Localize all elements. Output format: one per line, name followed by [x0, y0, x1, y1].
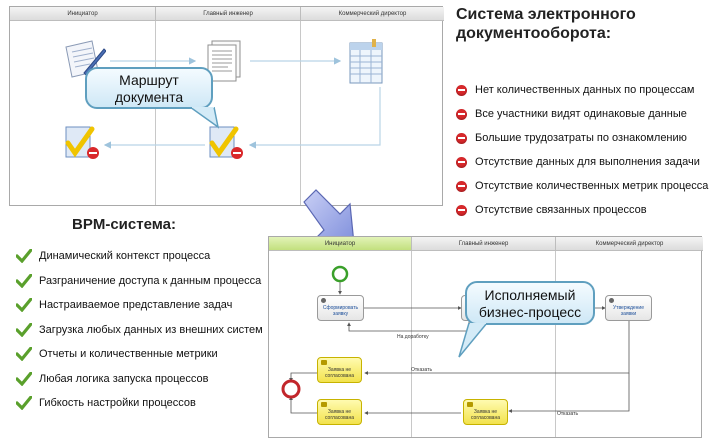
lane-header-initiator: Инициатор [269, 237, 412, 251]
list-item: Отчеты и количественные метрики [16, 342, 263, 367]
list-item: Отсутствие связанных процессов [456, 198, 708, 222]
check-icon [16, 371, 32, 386]
user-icon [609, 298, 614, 303]
task-approve-request: Утверждение заявки [605, 295, 652, 321]
mail-icon [321, 360, 327, 365]
task-rejected-director: Заявка не согласована [317, 357, 362, 383]
document-route-arrows [103, 57, 381, 149]
list-item: Большие трудозатраты по ознакомлению [456, 126, 708, 150]
list-item: Отсутствие данных для выполнения задачи [456, 150, 708, 174]
list-item: Загрузка любых данных из внешних систем [16, 318, 263, 343]
list-item: Гибкость настройки процессов [16, 391, 263, 416]
lane-header-initiator: Инициатор [10, 7, 156, 21]
process-callout-tail [458, 323, 488, 358]
route-callout-tail [190, 107, 220, 129]
approved-document-icon [209, 126, 243, 159]
lane-header-chief-engineer: Главный инженер [412, 237, 556, 251]
list-item: Нет количественных данных по процессам [456, 78, 708, 102]
bpm-process-diagram: Инициатор Главный инженер Коммерческий д… [268, 236, 703, 438]
flow-label-reject-2: Отказать [557, 411, 579, 417]
task-rejected-initiator: Заявка не согласована [317, 399, 362, 425]
route-callout-text: Маршрут документа [114, 72, 184, 105]
bpm-title: BPM-система: [72, 216, 176, 233]
check-icon [16, 298, 32, 313]
minus-icon [456, 108, 467, 120]
minus-icon [456, 84, 467, 96]
mail-icon [467, 402, 473, 407]
list-item: Разграничение доступа к данным процесса [16, 269, 263, 294]
bpm-advantages-list: Динамический контекст процесса Разгранич… [16, 244, 263, 416]
flow-label-reject-1: Отказать [411, 367, 433, 373]
check-icon [16, 396, 32, 411]
minus-icon [456, 156, 467, 168]
mail-icon [321, 402, 327, 407]
lane-header-commercial-director: Коммерческий директор [556, 237, 703, 251]
lane-header-chief-engineer: Главный инженер [156, 7, 301, 21]
minus-icon [456, 180, 467, 192]
lane-header-commercial-director: Коммерческий директор [301, 7, 444, 21]
edms-drawbacks-list: Нет количественных данных по процессам В… [456, 78, 708, 222]
task-rejected-engineer: Заявка не согласована [463, 399, 508, 425]
lane-chief-engineer [412, 251, 556, 437]
flow-label-rework: На доработку [397, 334, 429, 340]
text-document-icon [207, 40, 241, 82]
check-icon [16, 322, 32, 337]
rejected-document-icon [65, 126, 99, 159]
document-route-diagram: Инициатор Главный инженер Коммерческий д… [9, 6, 444, 206]
edms-title: Система электронного документооборота: [456, 6, 636, 42]
task-form-request: Сформировать заявку [317, 295, 364, 321]
route-callout: Маршрут документа [85, 67, 213, 109]
list-item: Настраиваемое представление задач [16, 293, 263, 318]
process-callout-text: Исполняемый бизнес-процесс [478, 287, 582, 320]
list-item: Отсутствие количественных метрик процесс… [456, 174, 708, 198]
transition-arrow-icon [303, 189, 355, 245]
list-item: Все участники видят одинаковые данные [456, 102, 708, 126]
process-callout: Исполняемый бизнес-процесс [465, 281, 595, 325]
check-icon [16, 273, 32, 288]
list-item: Любая логика запуска процессов [16, 367, 263, 392]
check-icon [16, 347, 32, 362]
list-item: Динамический контекст процесса [16, 244, 263, 269]
spreadsheet-document-icon [349, 39, 383, 84]
minus-icon [456, 132, 467, 144]
lane-chief-engineer [156, 21, 301, 205]
process-flow-arrows [281, 265, 630, 415]
lane-initiator [269, 251, 412, 437]
minus-icon [456, 204, 467, 216]
end-event [281, 379, 301, 399]
user-icon [321, 298, 326, 303]
start-event [331, 265, 349, 283]
lane-initiator [10, 21, 156, 205]
check-icon [16, 249, 32, 264]
